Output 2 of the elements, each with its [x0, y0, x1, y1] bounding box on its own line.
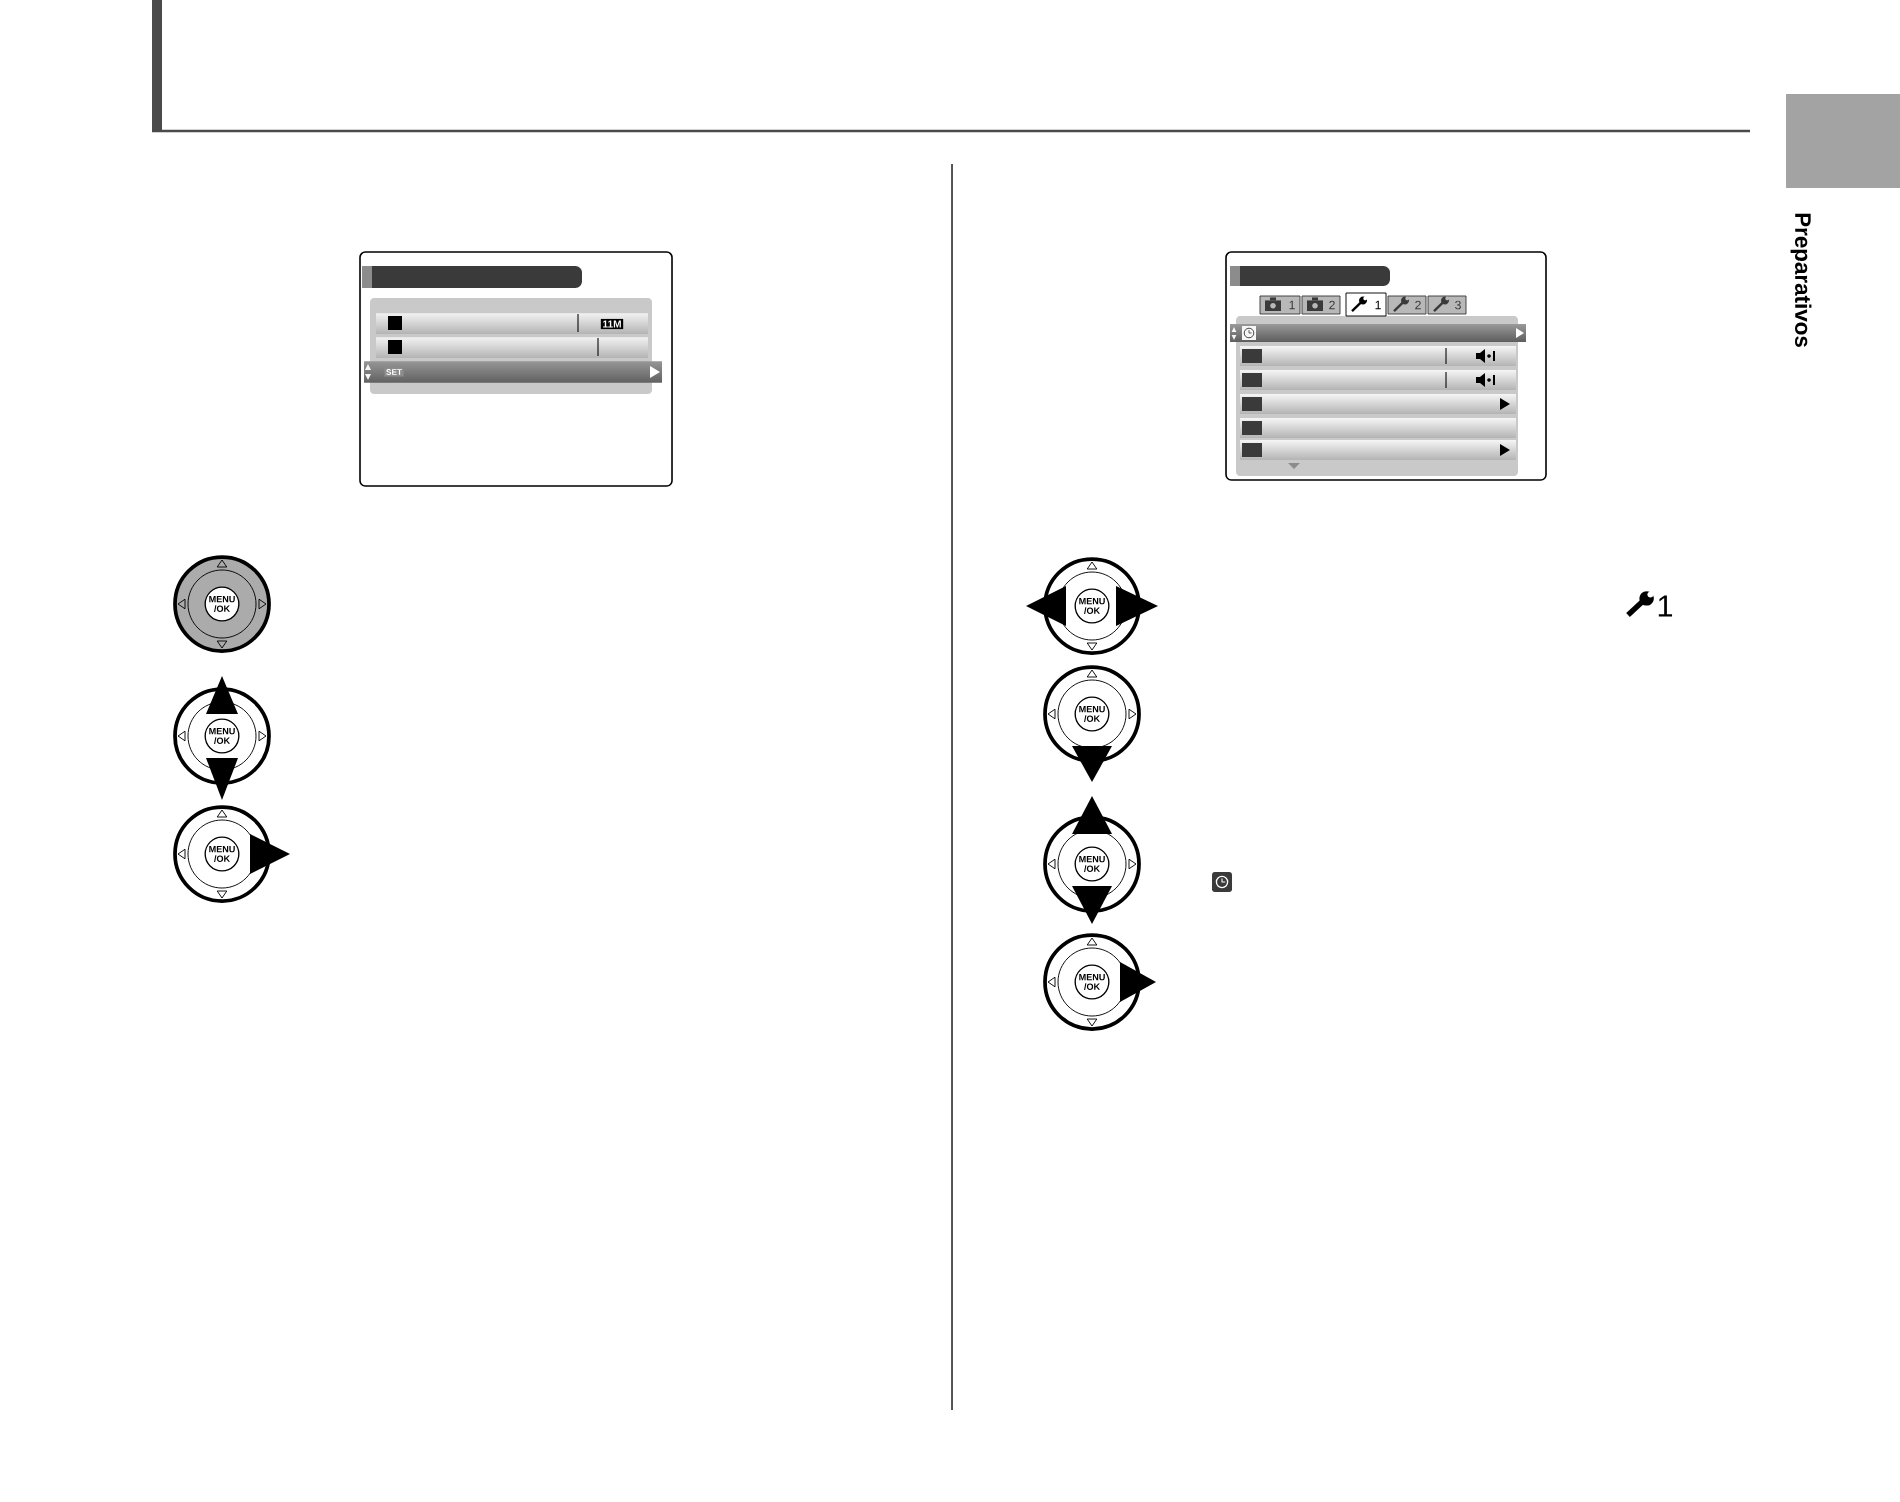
tab-number: 1	[1658, 595, 1673, 617]
section-title: Preparativos	[1790, 213, 1812, 347]
